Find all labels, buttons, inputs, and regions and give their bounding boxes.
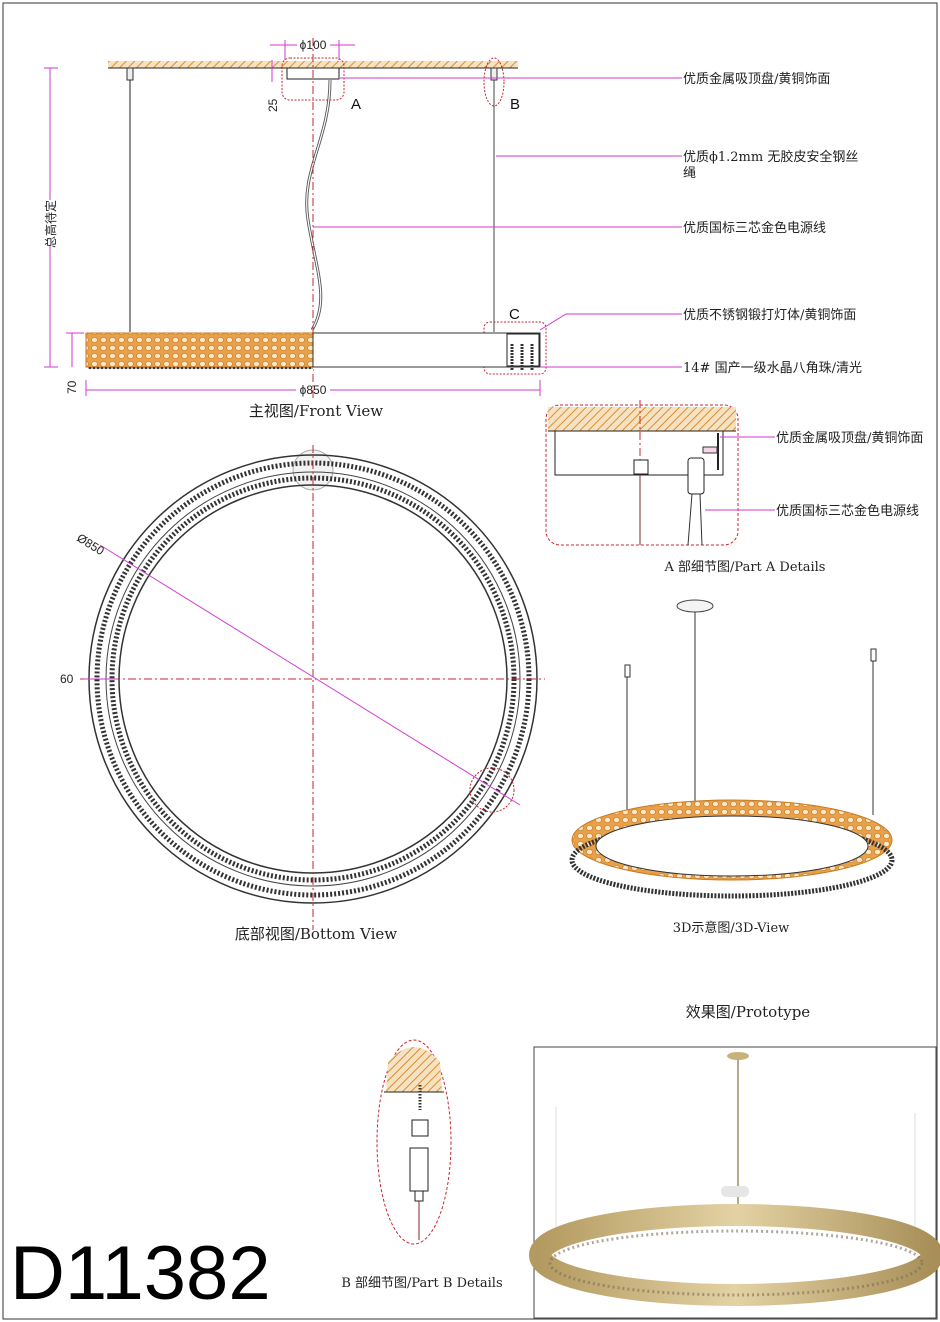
part-b-caption: B 部细节图/Part B Details bbox=[341, 1276, 502, 1291]
part-a-detail: 优质金属吸顶盘/黄铜饰面 优质国标三芯金色电源线 A 部细节图/Part A D… bbox=[545, 400, 923, 575]
bottom-view-caption: 底部视图/Bottom View bbox=[235, 925, 397, 943]
front-view-caption: 主视图/Front View bbox=[249, 402, 383, 420]
marker-a: A bbox=[351, 96, 361, 113]
dim-canopy-height: 25 bbox=[266, 98, 280, 112]
prototype-photo bbox=[529, 1046, 940, 1319]
part-b-detail: B 部细节图/Part B Details bbox=[341, 1039, 503, 1291]
callout-wire: 优质ϕ1.2mm 无胶皮安全钢丝 bbox=[683, 149, 858, 165]
part-b-cloud bbox=[376, 1039, 452, 1245]
ring-body-section bbox=[85, 332, 314, 368]
prototype-ring bbox=[529, 1204, 940, 1306]
callout-canopy: 优质金属吸顶盘/黄铜饰面 bbox=[683, 71, 830, 87]
bottom-dim-diameter: Ø850 bbox=[74, 531, 107, 559]
bottom-dim-width: 60 bbox=[60, 672, 74, 686]
dim-total-height: 总高待定 bbox=[43, 200, 58, 248]
callout-leaders bbox=[313, 77, 682, 368]
model-number: D11382 bbox=[10, 1231, 271, 1316]
callout-wire-cont: 绳 bbox=[683, 166, 696, 181]
view-3d: 3D示意图/3D-View bbox=[569, 599, 895, 936]
crystal-beads bbox=[88, 367, 313, 371]
dim-top-diameter: ϕ100 bbox=[300, 38, 327, 52]
ring-body-outline bbox=[312, 332, 541, 368]
front-view: ϕ100 25 总高待定 70 ϕ850 A B C 优质金属吸顶盘/黄铜饰面 … bbox=[43, 38, 862, 420]
bottom-view: Ø850 60 底部视图/Bottom View bbox=[60, 445, 545, 943]
part-a-ceiling bbox=[548, 407, 736, 431]
dim-diameter: ϕ850 bbox=[300, 383, 327, 397]
callout-body: 优质不锈钢锻打灯体/黄铜饰面 bbox=[683, 308, 856, 323]
part-a-cloud bbox=[545, 404, 739, 546]
dim-body-height: 70 bbox=[65, 380, 79, 394]
detail-c-crystals bbox=[506, 333, 540, 370]
part-a-callout-cord: 优质国标三芯金色电源线 bbox=[776, 503, 919, 519]
detail-c-cloud bbox=[483, 321, 547, 375]
marker-c: C bbox=[509, 306, 520, 323]
part-a-caption: A 部细节图/Part A Details bbox=[664, 560, 826, 575]
view-3d-caption: 3D示意图/3D-View bbox=[673, 920, 790, 936]
wire-gripper-left bbox=[126, 67, 134, 81]
ceiling-hatch bbox=[108, 61, 518, 68]
detail-b-cloud bbox=[483, 57, 505, 107]
marker-b: B bbox=[510, 96, 520, 113]
callout-crystals: 14# 国产一级水晶八角珠/清光 bbox=[683, 361, 862, 376]
callout-cord: 优质国标三芯金色电源线 bbox=[683, 220, 826, 236]
part-a-callout-canopy: 优质金属吸顶盘/黄铜饰面 bbox=[776, 430, 923, 446]
dimension-lines bbox=[44, 40, 541, 396]
prototype-caption: 效果图/Prototype bbox=[686, 1003, 811, 1021]
